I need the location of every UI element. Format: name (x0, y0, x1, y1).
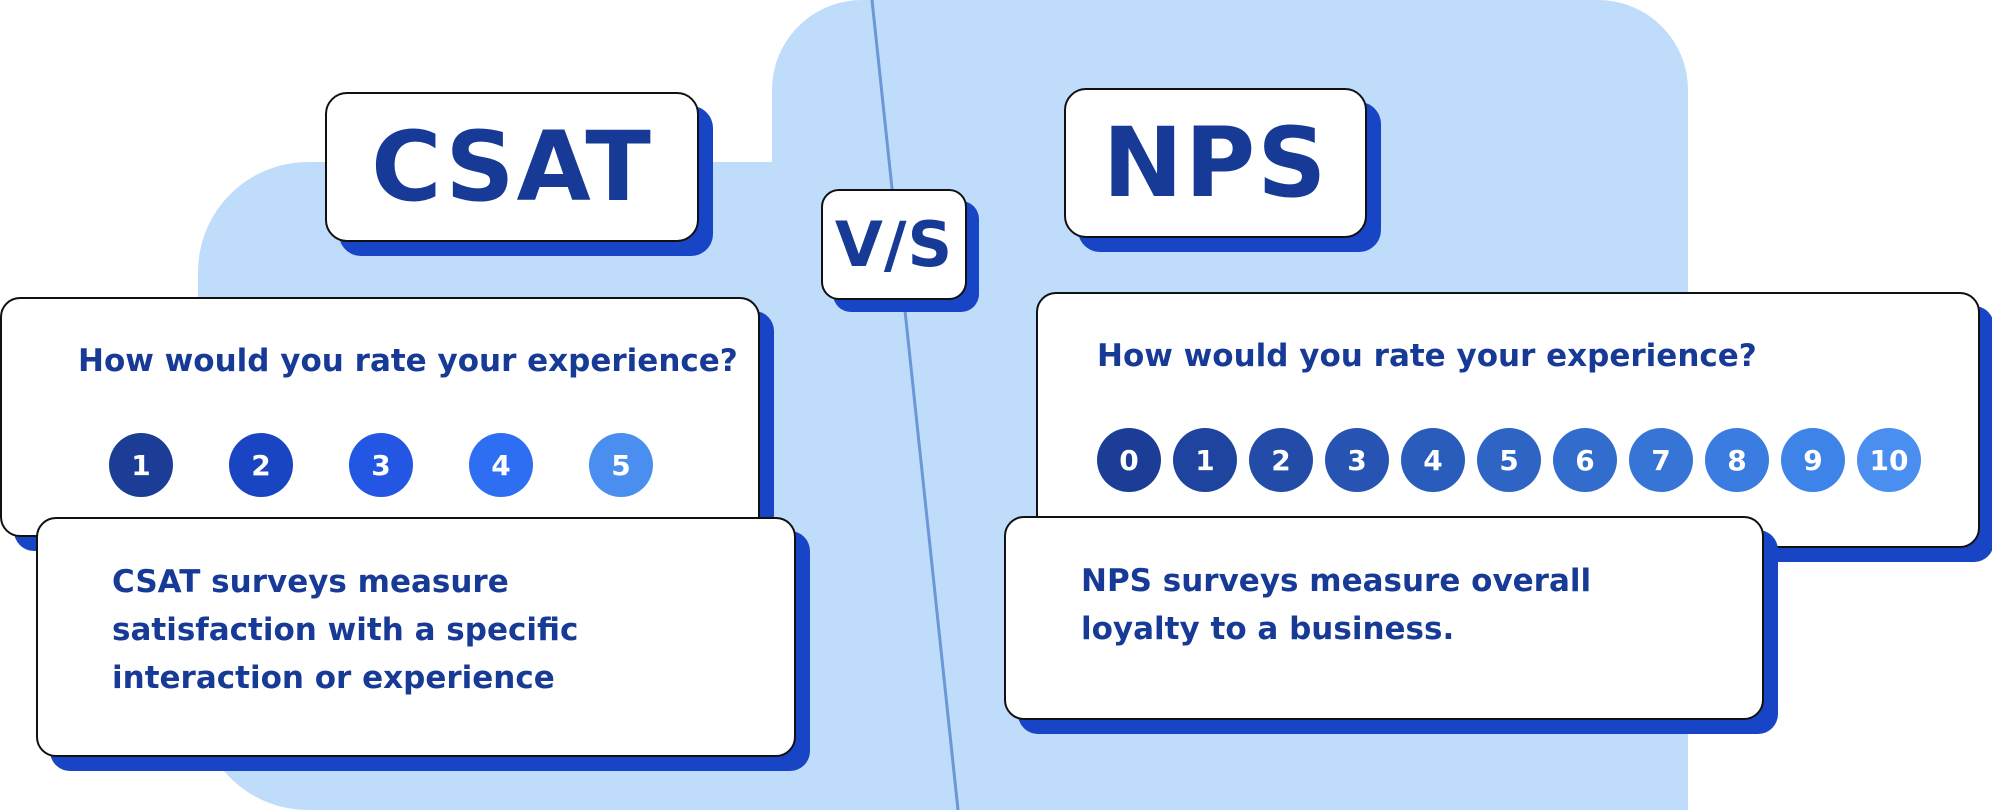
nps-rating-option[interactable]: 1 (1173, 428, 1237, 492)
csat-question: How would you rate your experience? (78, 343, 738, 379)
nps-rating-option[interactable]: 3 (1325, 428, 1389, 492)
nps-description-line: loyalty to a business. (1081, 611, 1455, 647)
csat-title-card: CSAT (325, 92, 699, 242)
nps-rating-option[interactable]: 9 (1781, 428, 1845, 492)
csat-rating-option[interactable]: 5 (589, 433, 653, 497)
csat-description-line: CSAT surveys measure (112, 564, 509, 600)
csat-rating-option[interactable]: 3 (349, 433, 413, 497)
csat-description-card: CSAT surveys measure satisfaction with a… (36, 517, 796, 757)
nps-rating-option[interactable]: 10 (1857, 428, 1921, 492)
csat-description-line: interaction or experience (112, 660, 555, 696)
nps-question: How would you rate your experience? (1097, 338, 1757, 374)
nps-rating-option[interactable]: 0 (1097, 428, 1161, 492)
vs-badge: V/S (821, 189, 967, 300)
nps-rating-option[interactable]: 5 (1477, 428, 1541, 492)
nps-rating-option[interactable]: 2 (1249, 428, 1313, 492)
csat-rating-option[interactable]: 1 (109, 433, 173, 497)
nps-rating-option[interactable]: 6 (1553, 428, 1617, 492)
csat-rating-option[interactable]: 4 (469, 433, 533, 497)
nps-rating-option[interactable]: 4 (1401, 428, 1465, 492)
nps-title-card: NPS (1064, 88, 1367, 238)
nps-title: NPS (1102, 107, 1329, 219)
nps-description-line: NPS surveys measure overall (1081, 563, 1592, 599)
csat-description: CSAT surveys measure satisfaction with a… (112, 558, 578, 702)
csat-description-line: satisfaction with a specific (112, 612, 579, 648)
csat-rating-option[interactable]: 2 (229, 433, 293, 497)
nps-description-card: NPS surveys measure overall loyalty to a… (1004, 516, 1764, 720)
nps-description: NPS surveys measure overall loyalty to a… (1081, 557, 1591, 653)
nps-rating-option[interactable]: 8 (1705, 428, 1769, 492)
nps-rating-option[interactable]: 7 (1629, 428, 1693, 492)
vs-label: V/S (834, 208, 954, 281)
csat-title: CSAT (371, 111, 653, 223)
